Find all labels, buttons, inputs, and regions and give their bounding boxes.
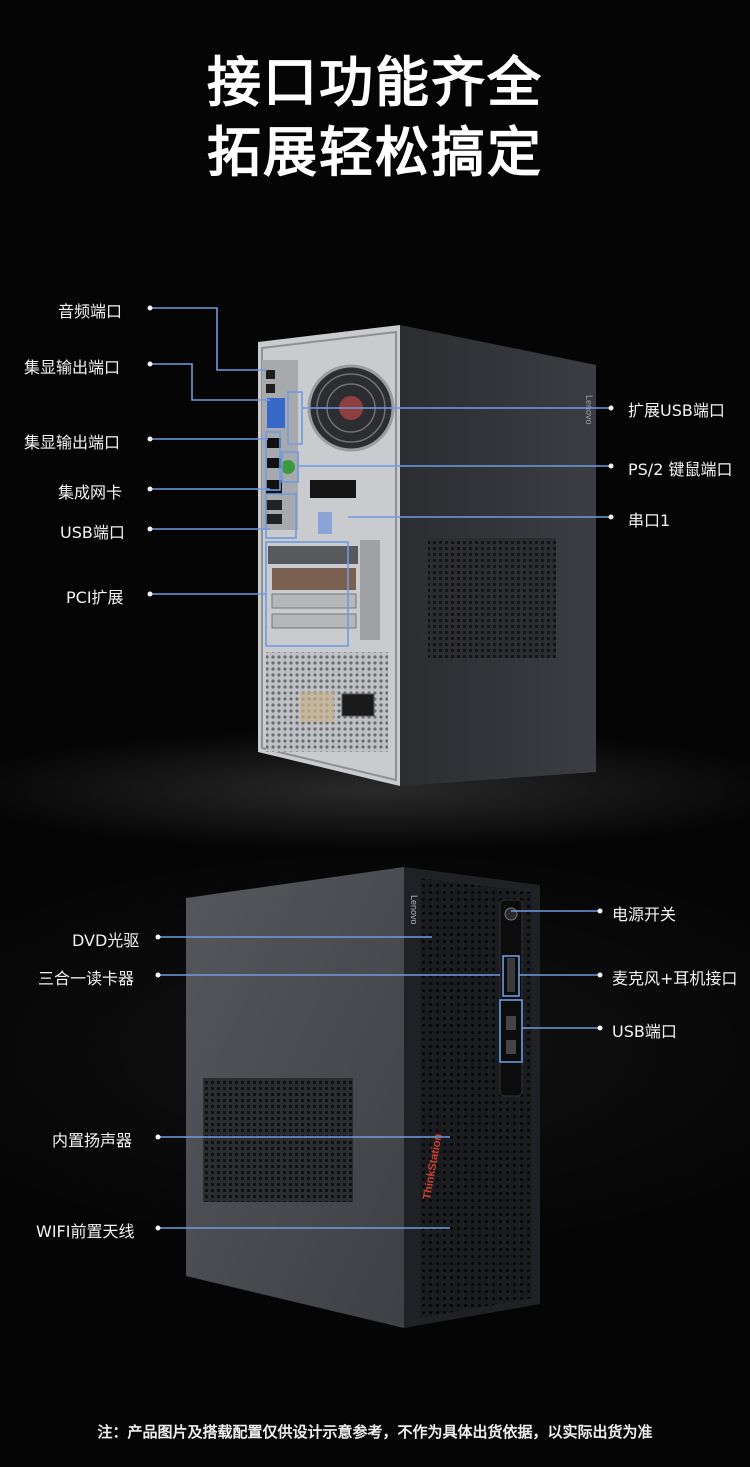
label-usb-expansion: 扩展USB端口 [628, 401, 725, 420]
front-tower: Lenovo ThinkStation [186, 867, 540, 1328]
callout-display-1 [150, 363, 270, 401]
label-front-usb: USB端口 [612, 1022, 677, 1041]
label-power-switch: 电源开关 [612, 905, 677, 924]
rear-callout-lines [150, 307, 610, 647]
rear-tower: Lenovo [258, 325, 596, 786]
rear-side-vent [428, 538, 556, 658]
front-side-logo: Lenovo [409, 895, 419, 925]
label-card-reader: 三合一读卡器 [38, 969, 135, 988]
front-callout-lines [158, 910, 600, 1229]
label-rear-usb: USB端口 [60, 523, 125, 542]
label-display-out-1: 集显输出端口 [24, 358, 121, 377]
front-callout-dots [155, 908, 603, 1231]
rear-side-logo: Lenovo [584, 395, 594, 425]
label-dvd-drive: DVD光驱 [72, 931, 140, 950]
rear-pci-slots [268, 540, 380, 640]
rear-callout-dots [147, 305, 614, 597]
label-speaker: 内置扬声器 [52, 1131, 133, 1150]
label-serial-port: 串口1 [628, 511, 671, 530]
headline-line-1: 接口功能齐全 [207, 51, 543, 114]
front-side-vent [203, 1078, 353, 1202]
label-display-out-2: 集显输出端口 [24, 433, 121, 452]
label-wifi-antenna: WIFI前置天线 [36, 1222, 135, 1241]
front-io-strip [499, 899, 523, 1097]
label-pci-expansion: PCI扩展 [66, 588, 124, 607]
callout-audio [150, 307, 267, 371]
label-audio-port: 音频端口 [58, 302, 123, 321]
label-network-card: 集成网卡 [58, 483, 123, 502]
power-button-icon [504, 907, 518, 921]
label-ps2-port: PS/2 键鼠端口 [628, 460, 733, 479]
headline-line-2: 拓展轻松搞定 [207, 121, 543, 184]
footer-disclaimer: 注：产品图片及搭载配置仅供设计示意参考，不作为具体出货依据，以实际出货为准 [97, 1423, 653, 1441]
label-mic-headphone: 麦克风+耳机接口 [612, 969, 738, 988]
